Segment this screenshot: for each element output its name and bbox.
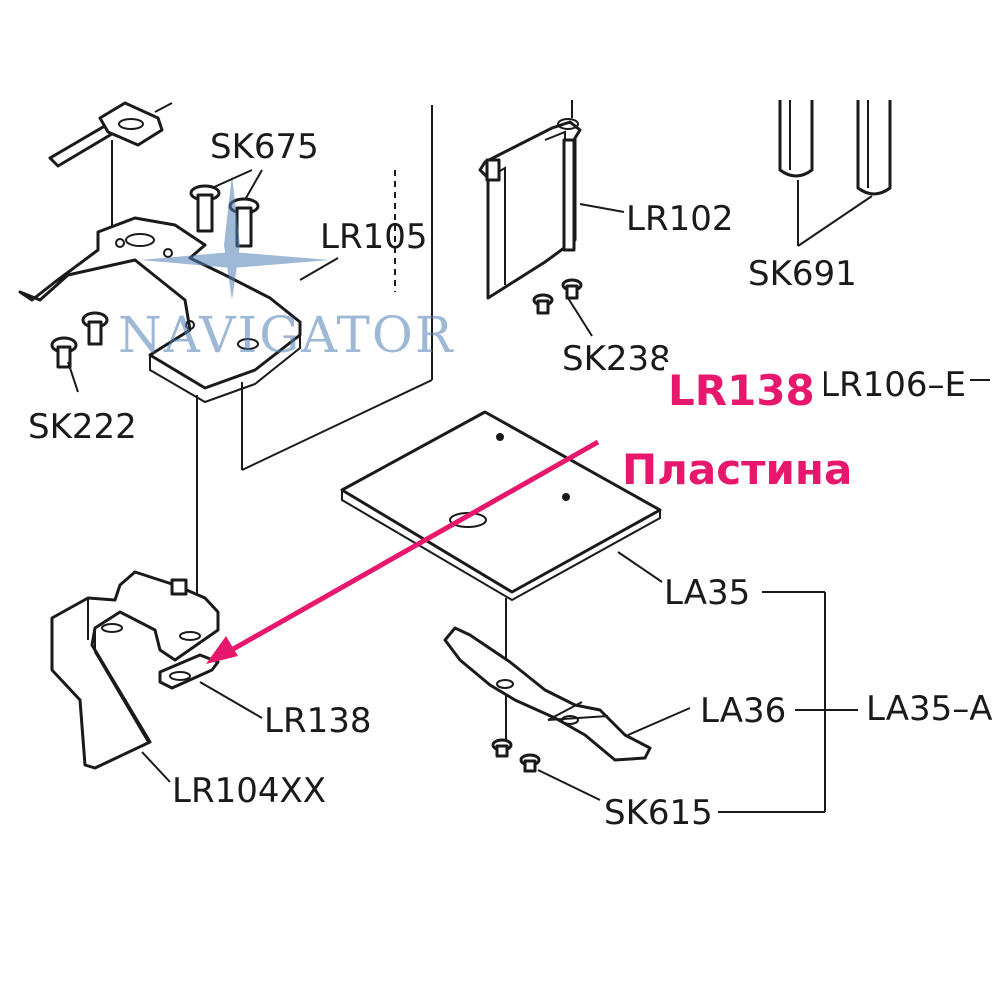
screws-sk238	[532, 278, 583, 315]
la35a-bracket	[718, 591, 858, 813]
label-sk675: SK675	[210, 127, 319, 167]
plate-la35	[340, 410, 662, 602]
knife-la36	[443, 626, 652, 762]
highlight-label-backdrop	[664, 362, 824, 408]
pins-sk691	[778, 100, 892, 196]
label-sk615: SK615	[604, 793, 713, 833]
highlight-part-name: Пластина	[622, 445, 852, 494]
plate-lr138	[158, 653, 220, 690]
label-lr138: LR138	[264, 701, 371, 741]
label-la35: LA35	[664, 573, 750, 613]
guard-lr104xx	[50, 570, 220, 770]
lever-arm	[48, 101, 173, 168]
label-sk238: SK238	[562, 339, 671, 379]
label-sk691: SK691	[748, 254, 857, 294]
bracket-lr105	[18, 216, 302, 404]
label-la35a: LA35–A	[866, 689, 993, 729]
label-lr105: LR105	[320, 217, 427, 257]
highlight-part-code: LR138	[668, 366, 815, 415]
frame-lines	[241, 105, 433, 471]
label-sk222: SK222	[28, 407, 137, 447]
screws-sk615	[491, 738, 541, 773]
screws-sk675	[189, 184, 260, 248]
screws-sk222	[50, 311, 109, 369]
label-lr106e: LR106–E	[820, 365, 966, 405]
navigator-watermark: NAVIGATOR	[118, 175, 455, 364]
highlight-arrow	[206, 439, 600, 664]
label-la36: LA36	[700, 691, 786, 731]
leader-lines	[67, 169, 990, 801]
label-lr104xx: LR104XX	[172, 771, 326, 811]
watermark-text: NAVIGATOR	[118, 306, 455, 364]
label-lr102: LR102	[626, 199, 733, 239]
bracket-lr102	[478, 118, 582, 300]
